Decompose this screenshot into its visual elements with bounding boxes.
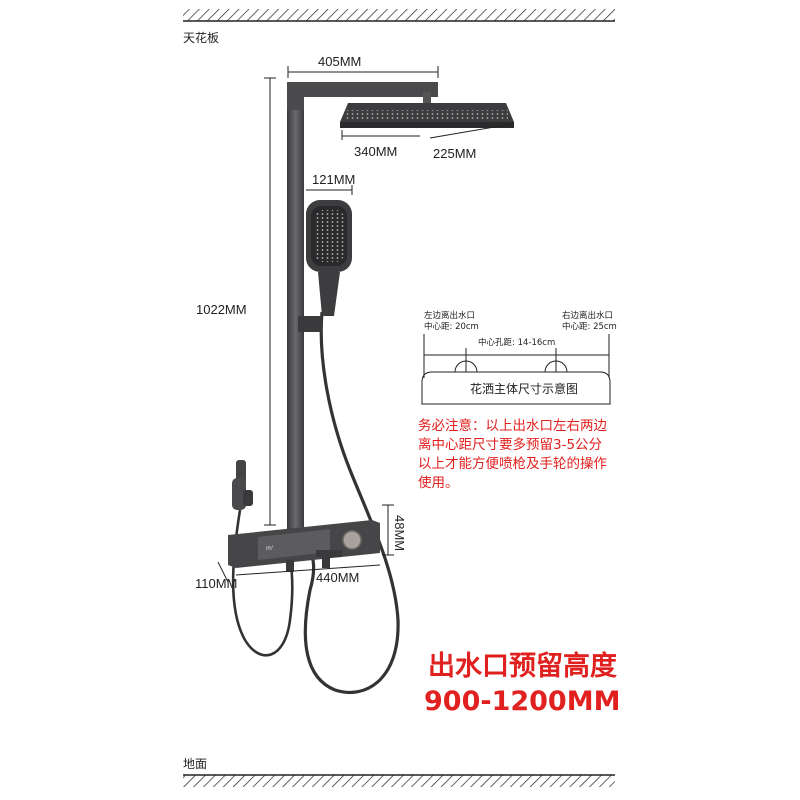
spout-dim-line [217, 561, 229, 583]
panel-length-dim-line [235, 564, 381, 576]
notice-text: 务必注意：以上出水口左右两边 离中心距尺寸要多预留3-5公分 以上才能方便喷枪及… [418, 417, 607, 491]
inset-left-label-1: 左边离出水口 [424, 310, 475, 321]
slide-bracket [298, 316, 322, 332]
hand-shower-hose [303, 311, 400, 695]
spout-label: 110MM [195, 576, 237, 591]
floor-hatch [183, 775, 615, 787]
panel-height-label: 48MM [392, 515, 407, 551]
head-width-label: 225MM [433, 146, 476, 161]
shower-product: m' [228, 82, 514, 695]
panel-display-icon: m' [266, 545, 274, 552]
notice-line-2: 离中心距尺寸要多预留3-5公分 [418, 436, 602, 453]
inlet-left [286, 560, 294, 572]
floor: 地面 [183, 757, 615, 787]
outlet-height: 出水口预留高度 900-1200MM [424, 650, 620, 717]
inset-schematic: 左边离出水口 中心距: 20cm 右边离出水口 中心距: 25cm 中心孔距: … [421, 310, 617, 405]
temperature-knob [342, 530, 362, 550]
head-connector [423, 92, 431, 104]
spray-gun [232, 460, 253, 510]
ceiling-label: 天花板 [183, 30, 219, 45]
inset-title: 花洒主体尺寸示意图 [470, 381, 578, 396]
riser-pipe [287, 82, 304, 532]
arm-length-label: 405MM [318, 54, 361, 69]
inset-body-outline [421, 371, 611, 405]
panel-length-label: 440MM [316, 570, 359, 585]
outlet-height-title: 出水口预留高度 [428, 650, 617, 682]
dimension-lines [217, 66, 513, 583]
inset-center-label: 中心孔距: 14-16cm [478, 337, 555, 348]
tub-spout [316, 550, 342, 557]
spray-gun-hose [231, 509, 294, 657]
dimension-labels: 405MM 340MM 225MM 121MM 1022MM 48MM 440M… [195, 54, 476, 591]
inset-right-outlet [544, 360, 568, 373]
rain-shower-head [340, 103, 514, 128]
inset-right-label-1: 右边离出水口 [562, 310, 613, 321]
notice-line-4: 使用。 [418, 474, 459, 491]
hand-shower [306, 200, 352, 316]
notice-line-1: 务必注意：以上出水口左右两边 [418, 417, 607, 434]
hand-shower-label: 121MM [312, 172, 355, 187]
inset-right-label-2: 中心距: 25cm [562, 321, 617, 332]
ceiling: 天花板 [183, 9, 615, 45]
ceiling-hatch [183, 9, 615, 21]
floor-label: 地面 [183, 757, 207, 771]
height-label: 1022MM [196, 302, 247, 317]
notice-line-3: 以上才能方便喷枪及手轮的操作 [418, 455, 607, 472]
outlet-height-value: 900-1200MM [424, 686, 620, 717]
head-length-label: 340MM [354, 144, 397, 159]
inset-left-outlet [454, 360, 478, 373]
thermostatic-panel: m' [228, 520, 380, 572]
top-arm [287, 82, 438, 110]
inlet-right [322, 556, 330, 568]
head-width-dim-line [429, 123, 513, 139]
inset-left-label-2: 中心距: 20cm [424, 321, 479, 332]
